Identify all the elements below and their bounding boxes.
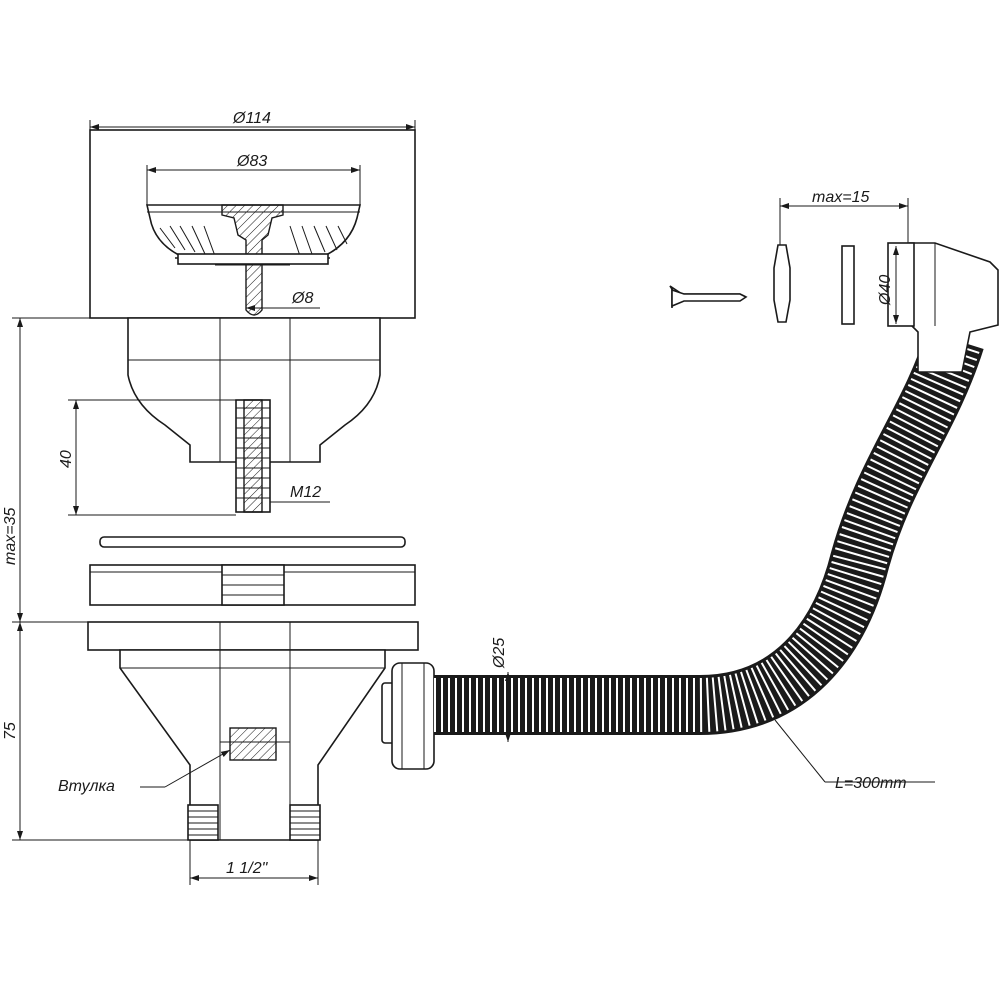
label-max-15: max=15 [812, 189, 869, 206]
label-pipe-1-1-2: 1 1/2" [226, 860, 269, 877]
overflow-screw [669, 285, 748, 308]
outlet-body [87, 621, 419, 841]
label-height-40: 40 [58, 450, 75, 468]
leader-bushing: Втулка [58, 749, 231, 795]
dimension-max-15: max=15 [779, 189, 909, 245]
strainer-basket [89, 129, 416, 319]
corrugated-hose [434, 330, 984, 735]
bushing-insert [220, 727, 290, 761]
dimension-dia-114: Ø114 [89, 110, 416, 130]
label-thread-m12: M12 [290, 484, 321, 501]
label-max-35: max=35 [2, 508, 19, 565]
dimension-dia-83: Ø83 [146, 153, 361, 205]
overflow-cap [773, 244, 791, 323]
dimension-pipe-1-1-2: 1 1/2" [189, 840, 319, 885]
dimension-dia-40: Ø40 [877, 246, 899, 324]
overflow-gasket [841, 245, 855, 325]
label-dia-114: Ø114 [232, 110, 271, 127]
label-hose-length: L=300mm [835, 775, 907, 792]
dimension-dia-25: Ø25 [491, 638, 511, 742]
label-dia-25: Ø25 [491, 638, 508, 669]
drain-body [127, 317, 381, 513]
outlet-thread-left [187, 804, 219, 841]
label-bushing: Втулка [58, 778, 115, 795]
dimension-thread-m12: M12 [270, 484, 330, 503]
dimension-height-40: 40 [58, 399, 236, 516]
label-height-75: 75 [2, 722, 19, 740]
threaded-rod-m12 [235, 399, 271, 513]
clamping-ring [89, 564, 416, 606]
overflow-elbow [887, 242, 999, 373]
outlet-thread-right [289, 804, 321, 841]
leader-hose-length: L=300mm [774, 719, 935, 792]
basket-ribs [159, 225, 348, 257]
hose-nut [381, 662, 435, 770]
label-dia-83: Ø83 [236, 153, 267, 170]
dimension-dia-8: Ø8 [246, 290, 320, 311]
label-dia-40: Ø40 [877, 275, 894, 306]
label-dia-8: Ø8 [291, 290, 313, 307]
sealing-washer [99, 536, 406, 548]
dimension-height-75: 75 [2, 621, 188, 841]
dimension-max-35: max=35 [2, 317, 90, 623]
